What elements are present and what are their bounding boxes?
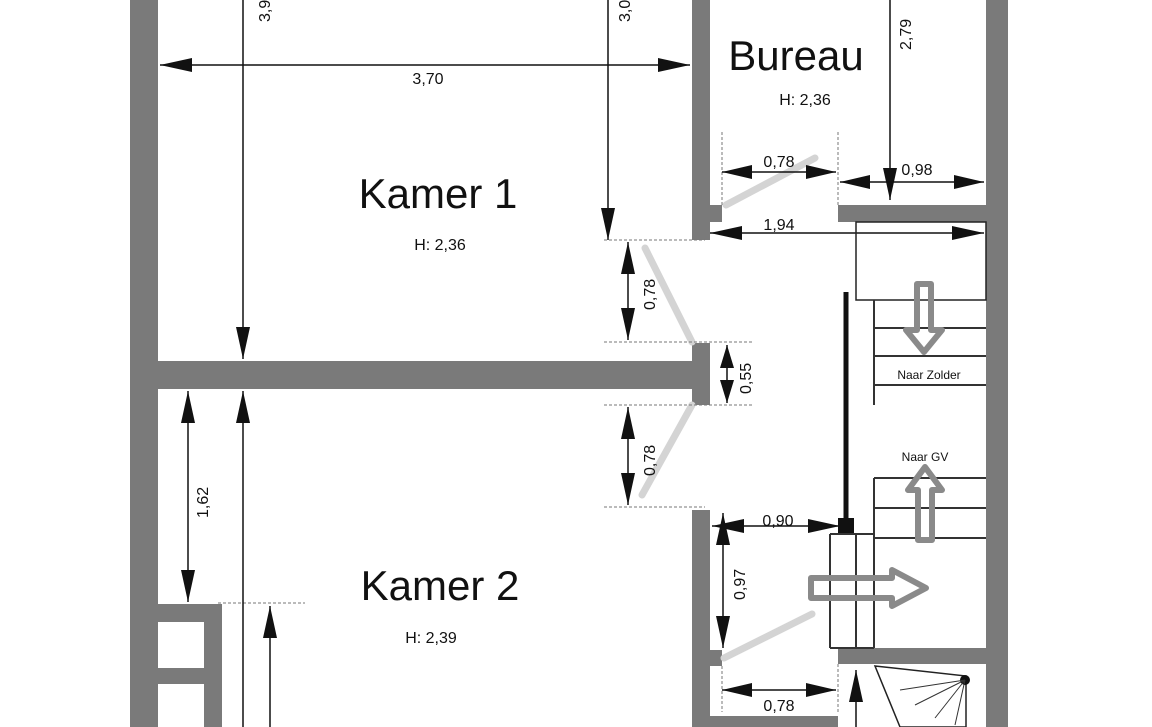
walls [130, 0, 1008, 727]
shower [873, 665, 970, 727]
dim-bureau-right-gap: 0,98 [901, 162, 932, 179]
dimension-labels: 3,70 3,9 3,0 2,79 0,78 0,98 1,94 0,78 0,… [195, 0, 933, 715]
dim-kamer1-depth-left: 3,9 [257, 0, 274, 22]
kamer2-door-swing [638, 401, 696, 499]
wall-pillar-between-doors [692, 343, 710, 405]
dim-wall-between-doors: 0,55 [738, 363, 755, 394]
dim-landing-width: 1,94 [763, 217, 794, 234]
dim-landing-to-stair: 0,90 [762, 513, 793, 530]
bathroom-door-swing [720, 610, 816, 662]
stair-label-to-ground: Naar GV [902, 450, 949, 464]
dim-door-kamer1: 0,78 [642, 279, 659, 310]
bathroom-wall-stub [692, 650, 722, 666]
room-name-kamer2: Kamer 2 [361, 562, 520, 609]
niche-right-wall [204, 622, 222, 727]
bathroom-top-wall [838, 648, 986, 664]
room-height-kamer2: H: 2,39 [405, 630, 457, 647]
bureau-bottom-wall [838, 205, 986, 222]
dimension-lines [160, 0, 984, 727]
stair-label-to-attic: Naar Zolder [897, 368, 960, 382]
stair-labels: Naar Zolder Naar GV [897, 368, 960, 464]
dim-kamer2-niche: 1,62 [195, 487, 212, 518]
dim-bureau-depth: 2,79 [898, 19, 915, 50]
staircase [808, 221, 987, 649]
bureau-door-swing [722, 154, 819, 209]
dim-door-kamer2: 0,78 [642, 445, 659, 476]
kamer2-right-wall [692, 510, 710, 727]
room-name-kamer1: Kamer 1 [359, 170, 518, 217]
kamer1-door-swing [641, 244, 696, 346]
door-swings [638, 154, 819, 662]
room-height-kamer1: H: 2,36 [414, 237, 466, 254]
bathroom-divider-wall [708, 716, 838, 727]
niche-left-wall [158, 604, 222, 622]
dim-bathroom-door-offset: 0,97 [732, 569, 749, 600]
niche-shelf [158, 668, 204, 684]
kamer1-right-wall [692, 0, 710, 240]
room-height-bureau: H: 2,36 [779, 92, 831, 109]
dim-bathroom-door: 0,78 [763, 698, 794, 715]
up-arrow-icon [905, 464, 945, 543]
dim-kamer1-depth-right: 3,0 [617, 0, 634, 22]
down-arrow-icon [903, 281, 945, 355]
dim-bureau-door: 0,78 [763, 154, 794, 171]
dim-kamer1-width: 3,70 [412, 71, 443, 88]
room-labels: Kamer 1 H: 2,36 Kamer 2 H: 2,39 Bureau H… [359, 32, 864, 647]
left-exterior-wall [130, 0, 158, 727]
room-name-bureau: Bureau [728, 32, 863, 79]
kamer-dividing-wall [158, 361, 710, 389]
bureau-wall-stub-left [692, 205, 722, 222]
right-exterior-wall [986, 0, 1008, 727]
right-arrow-icon [808, 567, 929, 609]
extension-lines [218, 132, 839, 712]
